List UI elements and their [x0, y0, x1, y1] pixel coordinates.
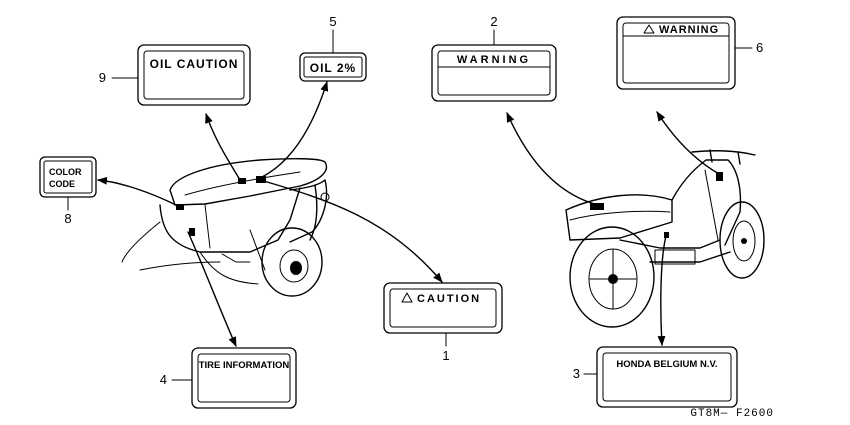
- label-tire-information: TIRE INFORMATION 4: [160, 347, 297, 409]
- warning-front-text: WARNING: [457, 54, 531, 66]
- callout-6: 6: [756, 40, 763, 55]
- caution-triangle-icon: [401, 292, 413, 303]
- warning-rear-text: WARNING: [659, 24, 719, 36]
- arrow-to-oil-caution: [205, 113, 241, 181]
- color-code-line2: CODE: [49, 179, 75, 189]
- arrow-to-caution: [259, 179, 443, 283]
- label-honda-belgium: HONDA BELGIUM N.V. 3: [573, 346, 738, 408]
- leader-arrows: [97, 81, 720, 347]
- arrow-to-honda-belgium: [657, 235, 667, 346]
- oil-two-percent-text: OIL 2%: [310, 61, 356, 75]
- label-warning-front: WARNING 2: [431, 14, 557, 102]
- label-oil-caution: OIL CAUTION 9: [99, 44, 251, 106]
- warning-triangle-icon: [643, 24, 655, 34]
- callout-4: 4: [160, 372, 167, 387]
- callout-1: 1: [442, 348, 449, 363]
- color-code-line1: COLOR: [49, 167, 82, 177]
- callout-5: 5: [329, 14, 336, 29]
- label-oil-two-percent: OIL 2% 5: [299, 14, 367, 82]
- tire-information-text: TIRE INFORMATION: [199, 360, 290, 371]
- caution-text: CAUTION: [417, 293, 481, 305]
- callout-9: 9: [99, 70, 106, 85]
- arrow-to-warning-front: [506, 112, 599, 206]
- arrow-to-color-code: [97, 176, 179, 207]
- label-color-code: COLOR CODE 8: [39, 156, 97, 226]
- oil-caution-text: OIL CAUTION: [150, 57, 239, 71]
- callout-2: 2: [490, 14, 497, 29]
- callout-3: 3: [573, 366, 580, 381]
- scooter-rear-illustration: [121, 157, 330, 297]
- arrow-to-warning-rear: [656, 111, 720, 175]
- label-warning-rear: WARNING 6: [616, 16, 763, 90]
- honda-belgium-text: HONDA BELGIUM N.V.: [616, 359, 717, 370]
- arrow-to-tire-information: [187, 231, 237, 347]
- callout-8: 8: [64, 211, 71, 226]
- arrow-to-oil-two-percent: [261, 81, 329, 178]
- scooter-side-illustration: [565, 149, 765, 328]
- label-caution: CAUTION 1: [383, 282, 503, 363]
- reference-code: GT8M— F2600: [690, 408, 774, 420]
